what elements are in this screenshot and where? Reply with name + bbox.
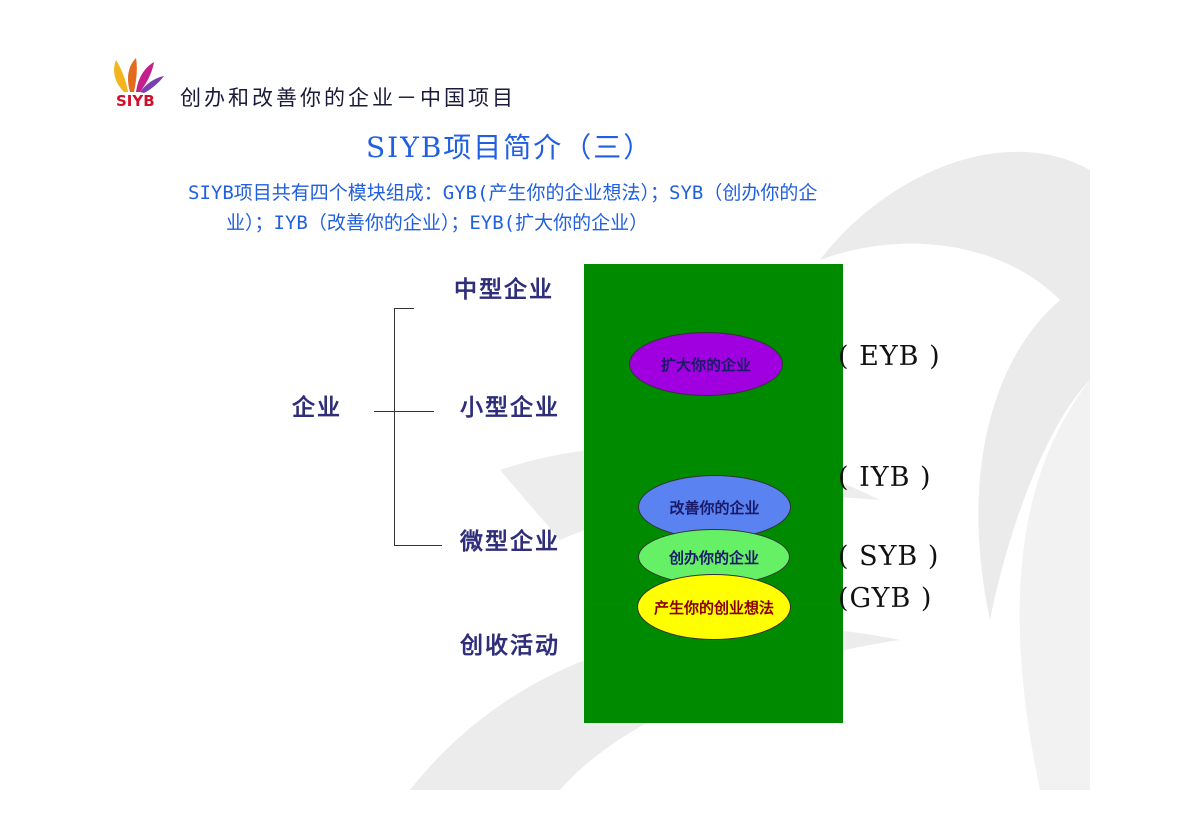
- intro-line-2: 业）；IYB（改善你的企业）；EYB(扩大你的企业）: [226, 212, 649, 234]
- root-label-enterprise: 企业: [292, 394, 342, 421]
- level-income-generating: 创收活动: [460, 632, 560, 659]
- intro-line-1: SIYB项目共有四个模块组成：GYB(产生你的企业想法）；SYB（创办你的企: [188, 182, 818, 204]
- module-label-gyb: 产生你的创业想法: [653, 598, 774, 617]
- module-label-syb: 创办你的企业: [668, 548, 759, 567]
- slide-title: SIYB项目简介（三）: [366, 131, 654, 164]
- logo-text: SIYB: [116, 92, 155, 110]
- level-medium-enterprise: 中型企业: [454, 276, 554, 303]
- connector-horizontal: [374, 411, 434, 412]
- level-small-enterprise: 小型企业: [460, 394, 560, 421]
- siyb-logo: SIYB: [106, 56, 170, 110]
- module-label-iyb: 改善你的企业: [669, 498, 760, 517]
- bracket-top-tick: [394, 308, 414, 309]
- bracket-bottom-tick: [394, 545, 442, 546]
- header-title: 创办和改善你的企业－中国项目: [180, 86, 516, 110]
- level-micro-enterprise: 微型企业: [460, 528, 560, 555]
- logo-flower-icon: [114, 58, 164, 93]
- bracket-vertical: [394, 308, 395, 546]
- module-code-iyb: ( IYB ): [838, 462, 932, 493]
- module-oval-iyb: 改善你的企业: [638, 475, 791, 539]
- module-code-eyb: ( EYB ): [838, 341, 941, 372]
- module-code-syb: ( SYB ): [838, 541, 940, 572]
- module-label-eyb: 扩大你的企业: [660, 355, 751, 374]
- module-code-gyb: (GYB ): [838, 583, 933, 614]
- module-oval-gyb: 产生你的创业想法: [637, 574, 791, 640]
- module-oval-eyb: 扩大你的企业: [629, 332, 783, 396]
